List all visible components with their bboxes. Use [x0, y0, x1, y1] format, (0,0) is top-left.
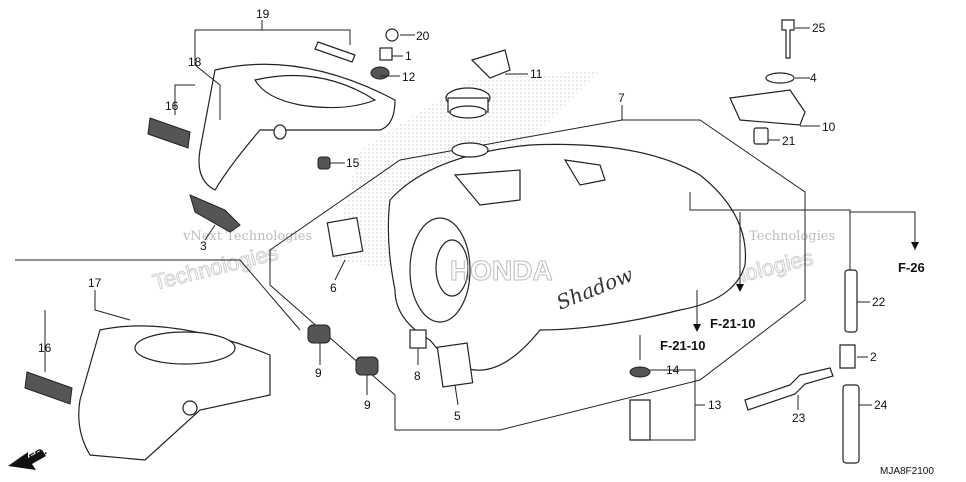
callout-13: 13 [708, 398, 722, 412]
hose-22 [844, 269, 858, 333]
callout-19: 19 [256, 7, 270, 21]
callout-3: 3 [200, 239, 207, 253]
ref-f2110-upper: F-21-10 [710, 316, 756, 331]
callout-25: 25 [812, 21, 826, 35]
callout-20: 20 [416, 29, 430, 43]
fr-arrow-icon [8, 450, 46, 470]
sender-13 [629, 399, 651, 441]
lower-cover [78, 325, 271, 461]
hose-24 [842, 384, 860, 464]
seal-14 [629, 366, 651, 378]
watermark-logo-left: Technologies [150, 240, 281, 295]
arrow-f2110b [693, 324, 701, 332]
callout-12: 12 [402, 70, 416, 84]
collar-1 [379, 47, 393, 61]
bracket-10 [729, 89, 806, 126]
ref-f2110-lower: F-21-10 [660, 338, 706, 353]
rubber-9b [355, 356, 379, 376]
joint-2 [839, 344, 856, 369]
callout-15: 15 [346, 156, 360, 170]
callout-17: 17 [88, 276, 102, 290]
arrow-f26 [911, 242, 919, 250]
hose-23 [744, 367, 834, 411]
callout-14: 14 [666, 363, 680, 377]
label-8 [409, 329, 427, 349]
trim-strip-lower [24, 371, 73, 405]
callout-21: 21 [782, 134, 796, 148]
arrow-f2110a [736, 284, 744, 292]
callout-2: 2 [870, 350, 877, 364]
emblem-strip [314, 41, 356, 63]
tank-maker-logo: HONDA [450, 255, 553, 286]
bolt-25 [781, 19, 795, 59]
screw-20 [385, 28, 399, 42]
label-5 [436, 342, 474, 388]
assembly-frame [269, 119, 806, 431]
panel-divider [15, 259, 301, 331]
callout-9b: 9 [364, 398, 371, 412]
callout-11: 11 [530, 67, 543, 81]
callout-9a: 9 [315, 366, 322, 380]
washer-4 [765, 72, 795, 84]
collar-21 [753, 127, 769, 145]
callout-24: 24 [874, 398, 888, 412]
fr-label: FR. [28, 445, 49, 464]
trim-strip-upper [147, 117, 191, 149]
fuel-cap [445, 49, 511, 119]
rubber-9a [307, 324, 331, 344]
callout-4: 4 [810, 71, 817, 85]
fuel-tank: Shadow HONDA [387, 142, 747, 371]
callout-16-lower: 16 [38, 341, 52, 355]
callout-1: 1 [405, 49, 412, 63]
ref-f26: F-26 [898, 260, 925, 275]
callout-6: 6 [330, 281, 337, 295]
upper-cover [198, 63, 396, 191]
callout-7: 7 [618, 91, 625, 105]
callout-16-upper: 16 [165, 99, 179, 113]
label-6 [326, 216, 364, 258]
callout-18: 18 [188, 55, 202, 69]
callout-5: 5 [454, 409, 461, 423]
leader-lines [44, 20, 916, 441]
callout-8: 8 [414, 369, 421, 383]
grommet-15 [317, 156, 331, 170]
callout-23: 23 [792, 411, 806, 425]
callout-10: 10 [822, 120, 836, 134]
callout-22: 22 [872, 295, 886, 309]
diagram-code: MJA8F2100 [880, 466, 934, 477]
rubber-12 [370, 66, 390, 80]
watermark-left: vNext Technologies [182, 229, 312, 244]
decal-3 [189, 194, 241, 233]
